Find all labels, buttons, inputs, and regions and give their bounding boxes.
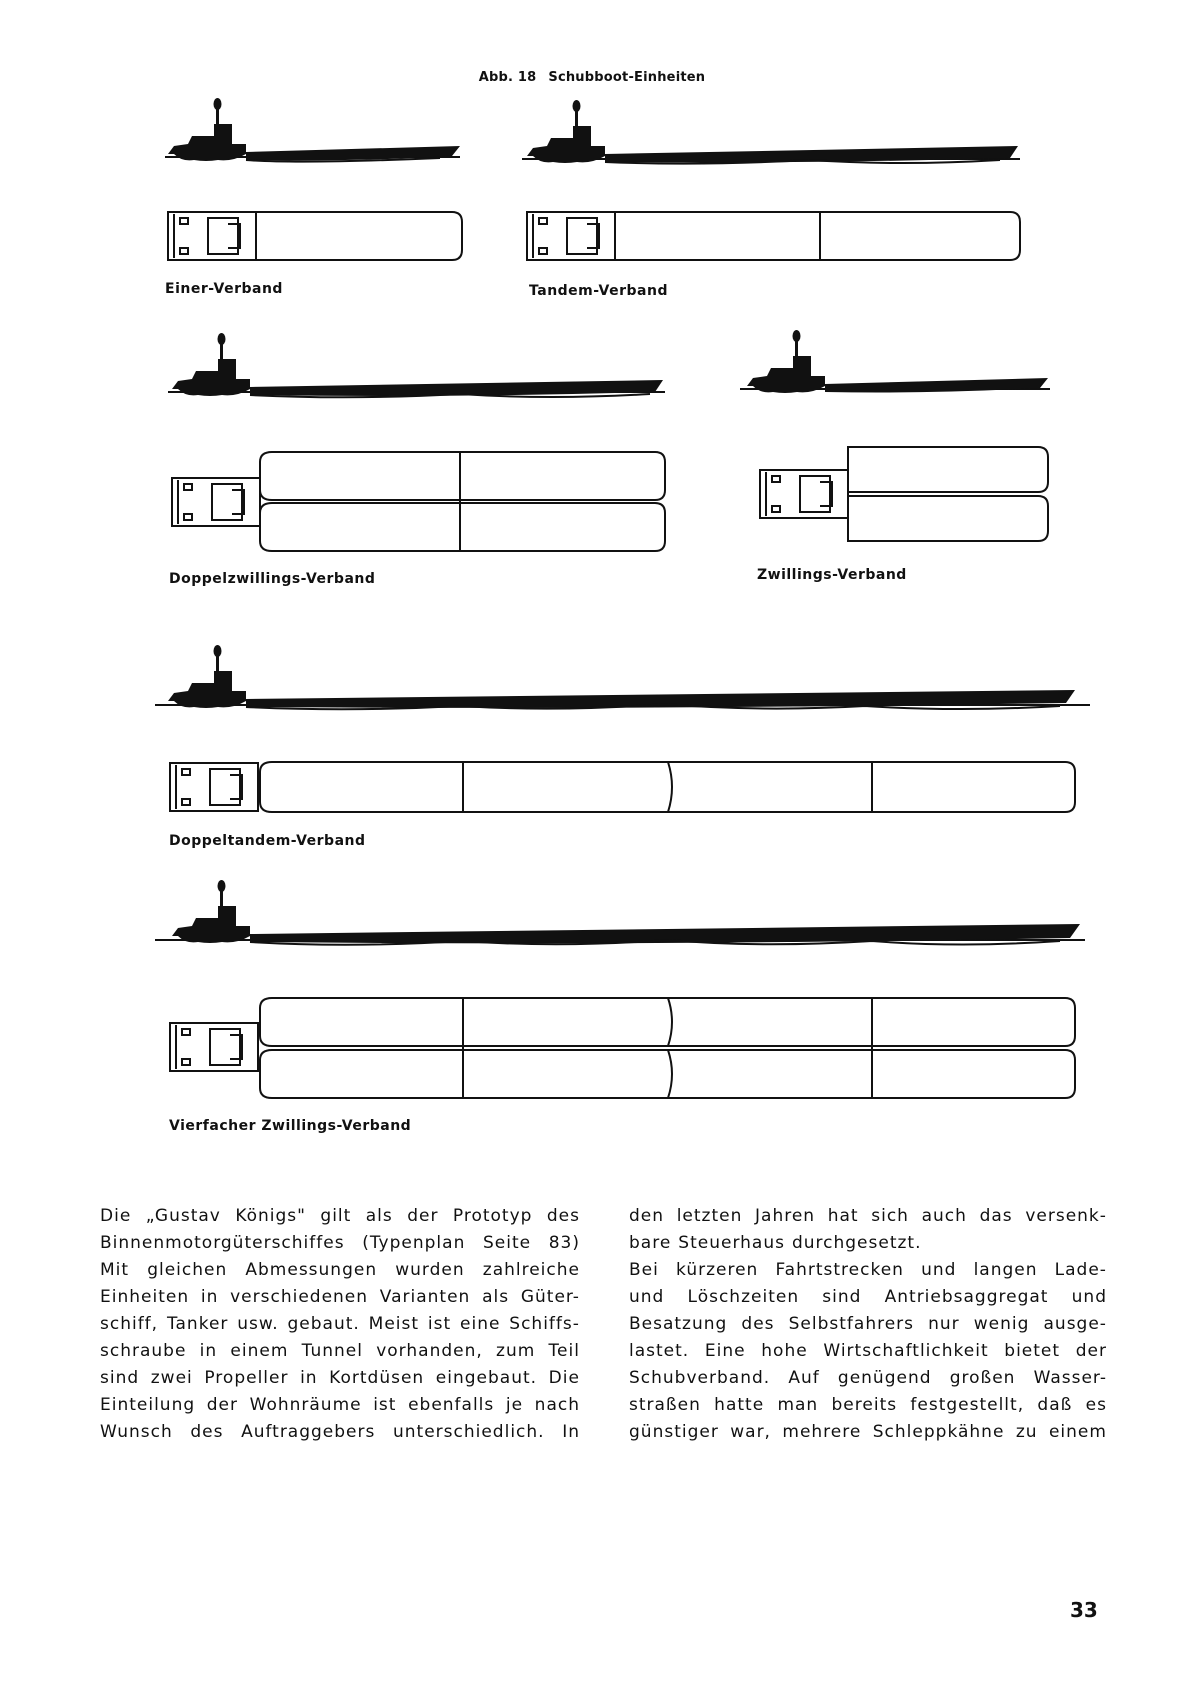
figure-number: Abb. 18 bbox=[478, 70, 537, 85]
doppeltandem-side-view bbox=[155, 645, 1090, 711]
caption-einer-verband: Einer-Verband bbox=[165, 281, 283, 297]
zwillings-plan-view bbox=[759, 446, 1049, 542]
einer-plan-view bbox=[167, 211, 463, 261]
caption-tandem-verband: Tandem-Verband bbox=[529, 283, 668, 299]
caption-doppelzwillings-verband: Doppelzwillings-Verband bbox=[169, 571, 376, 587]
einer-side-view bbox=[165, 98, 460, 163]
pushboat-drawings bbox=[155, 98, 1090, 1099]
tandem-plan-view bbox=[526, 211, 1021, 261]
figure-title: Abb. 18 Schubboot-Einheiten bbox=[0, 70, 1184, 85]
tandem-side-view bbox=[522, 100, 1020, 165]
figure-caption: Schubboot-Einheiten bbox=[548, 70, 706, 85]
doppelzwillings-plan-view bbox=[171, 451, 666, 552]
caption-zwillings-verband: Zwillings-Verband bbox=[757, 567, 907, 583]
caption-vierfacher-zwillings-verband: Vierfacher Zwillings-Verband bbox=[169, 1118, 412, 1134]
zwillings-side-view bbox=[740, 330, 1050, 393]
caption-doppeltandem-verband: Doppeltandem-Verband bbox=[169, 833, 366, 849]
page-number: 33 bbox=[1070, 1598, 1098, 1622]
doppelzwillings-side-view bbox=[168, 333, 665, 399]
doppeltandem-plan-view bbox=[169, 761, 1076, 813]
vierfacher-side-view bbox=[155, 880, 1085, 946]
vierfacher-plan-view bbox=[169, 997, 1076, 1099]
